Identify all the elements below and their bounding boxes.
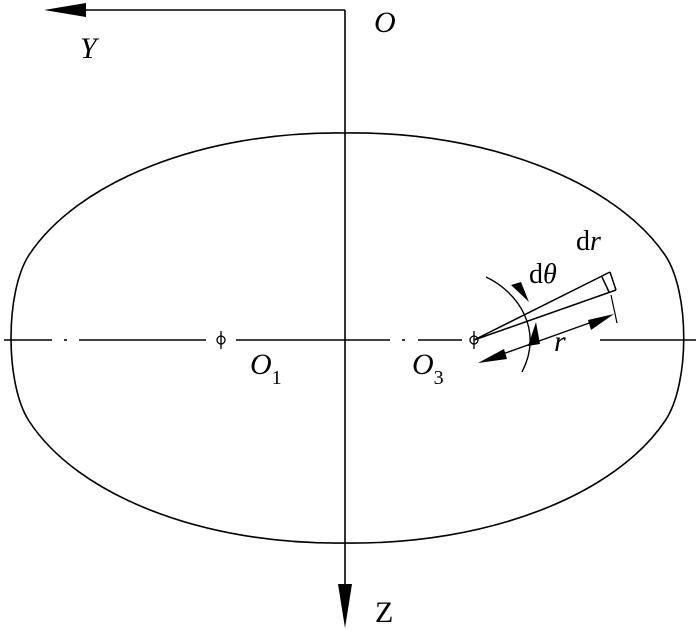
- y-axis-arrowhead: [44, 3, 86, 17]
- radius-arrowhead-start: [478, 349, 507, 363]
- section-contour: [10, 132, 685, 544]
- radial-element: [473, 271, 617, 341]
- radius-dimension: [478, 294, 618, 363]
- o1-letter: O: [250, 348, 272, 381]
- center-point-o1: [216, 331, 226, 349]
- dr-element-inner: [601, 276, 610, 293]
- dtheta-label: dθ: [529, 259, 557, 290]
- z-axis-label: Z: [375, 596, 393, 629]
- o3-letter: O: [412, 348, 434, 381]
- wedge-lower-edge: [473, 289, 617, 341]
- radius-extension-line: [610, 294, 618, 324]
- o1-label: O1: [250, 348, 282, 389]
- y-axis: [44, 3, 345, 17]
- dr-element-outer: [609, 271, 617, 291]
- wedge-upper-edge: [473, 271, 611, 341]
- dtheta-arrowhead-upper: [511, 282, 529, 302]
- origin-label: O: [374, 6, 396, 39]
- dtheta-arrowhead-lower: [528, 322, 540, 346]
- dtheta-arc: [485, 276, 540, 373]
- radius-label: r: [554, 325, 566, 358]
- o3-subscript: 3: [434, 367, 444, 389]
- z-axis: [338, 10, 352, 628]
- z-axis-arrowhead: [338, 584, 352, 628]
- o3-label: O3: [412, 348, 444, 389]
- y-axis-label: Y: [80, 32, 100, 65]
- o1-subscript: 1: [272, 367, 282, 389]
- dr-label: dr: [576, 226, 601, 257]
- radius-arrowhead-end: [588, 314, 614, 330]
